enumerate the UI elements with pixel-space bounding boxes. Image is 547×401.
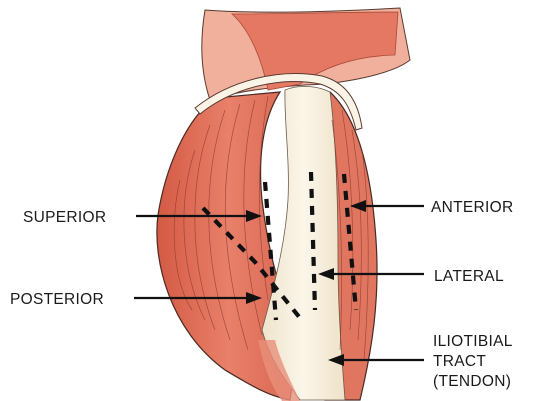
label-tendon: (TENDON) xyxy=(433,373,511,390)
label-tract: TRACT xyxy=(433,353,486,370)
label-anterior: ANTERIOR xyxy=(431,199,514,216)
label-superior: SUPERIOR xyxy=(23,209,106,226)
label-lateral: LATERAL xyxy=(434,268,504,285)
label-iliotibial: ILIOTIBIAL xyxy=(433,333,513,350)
label-posterior: POSTERIOR xyxy=(10,291,104,308)
